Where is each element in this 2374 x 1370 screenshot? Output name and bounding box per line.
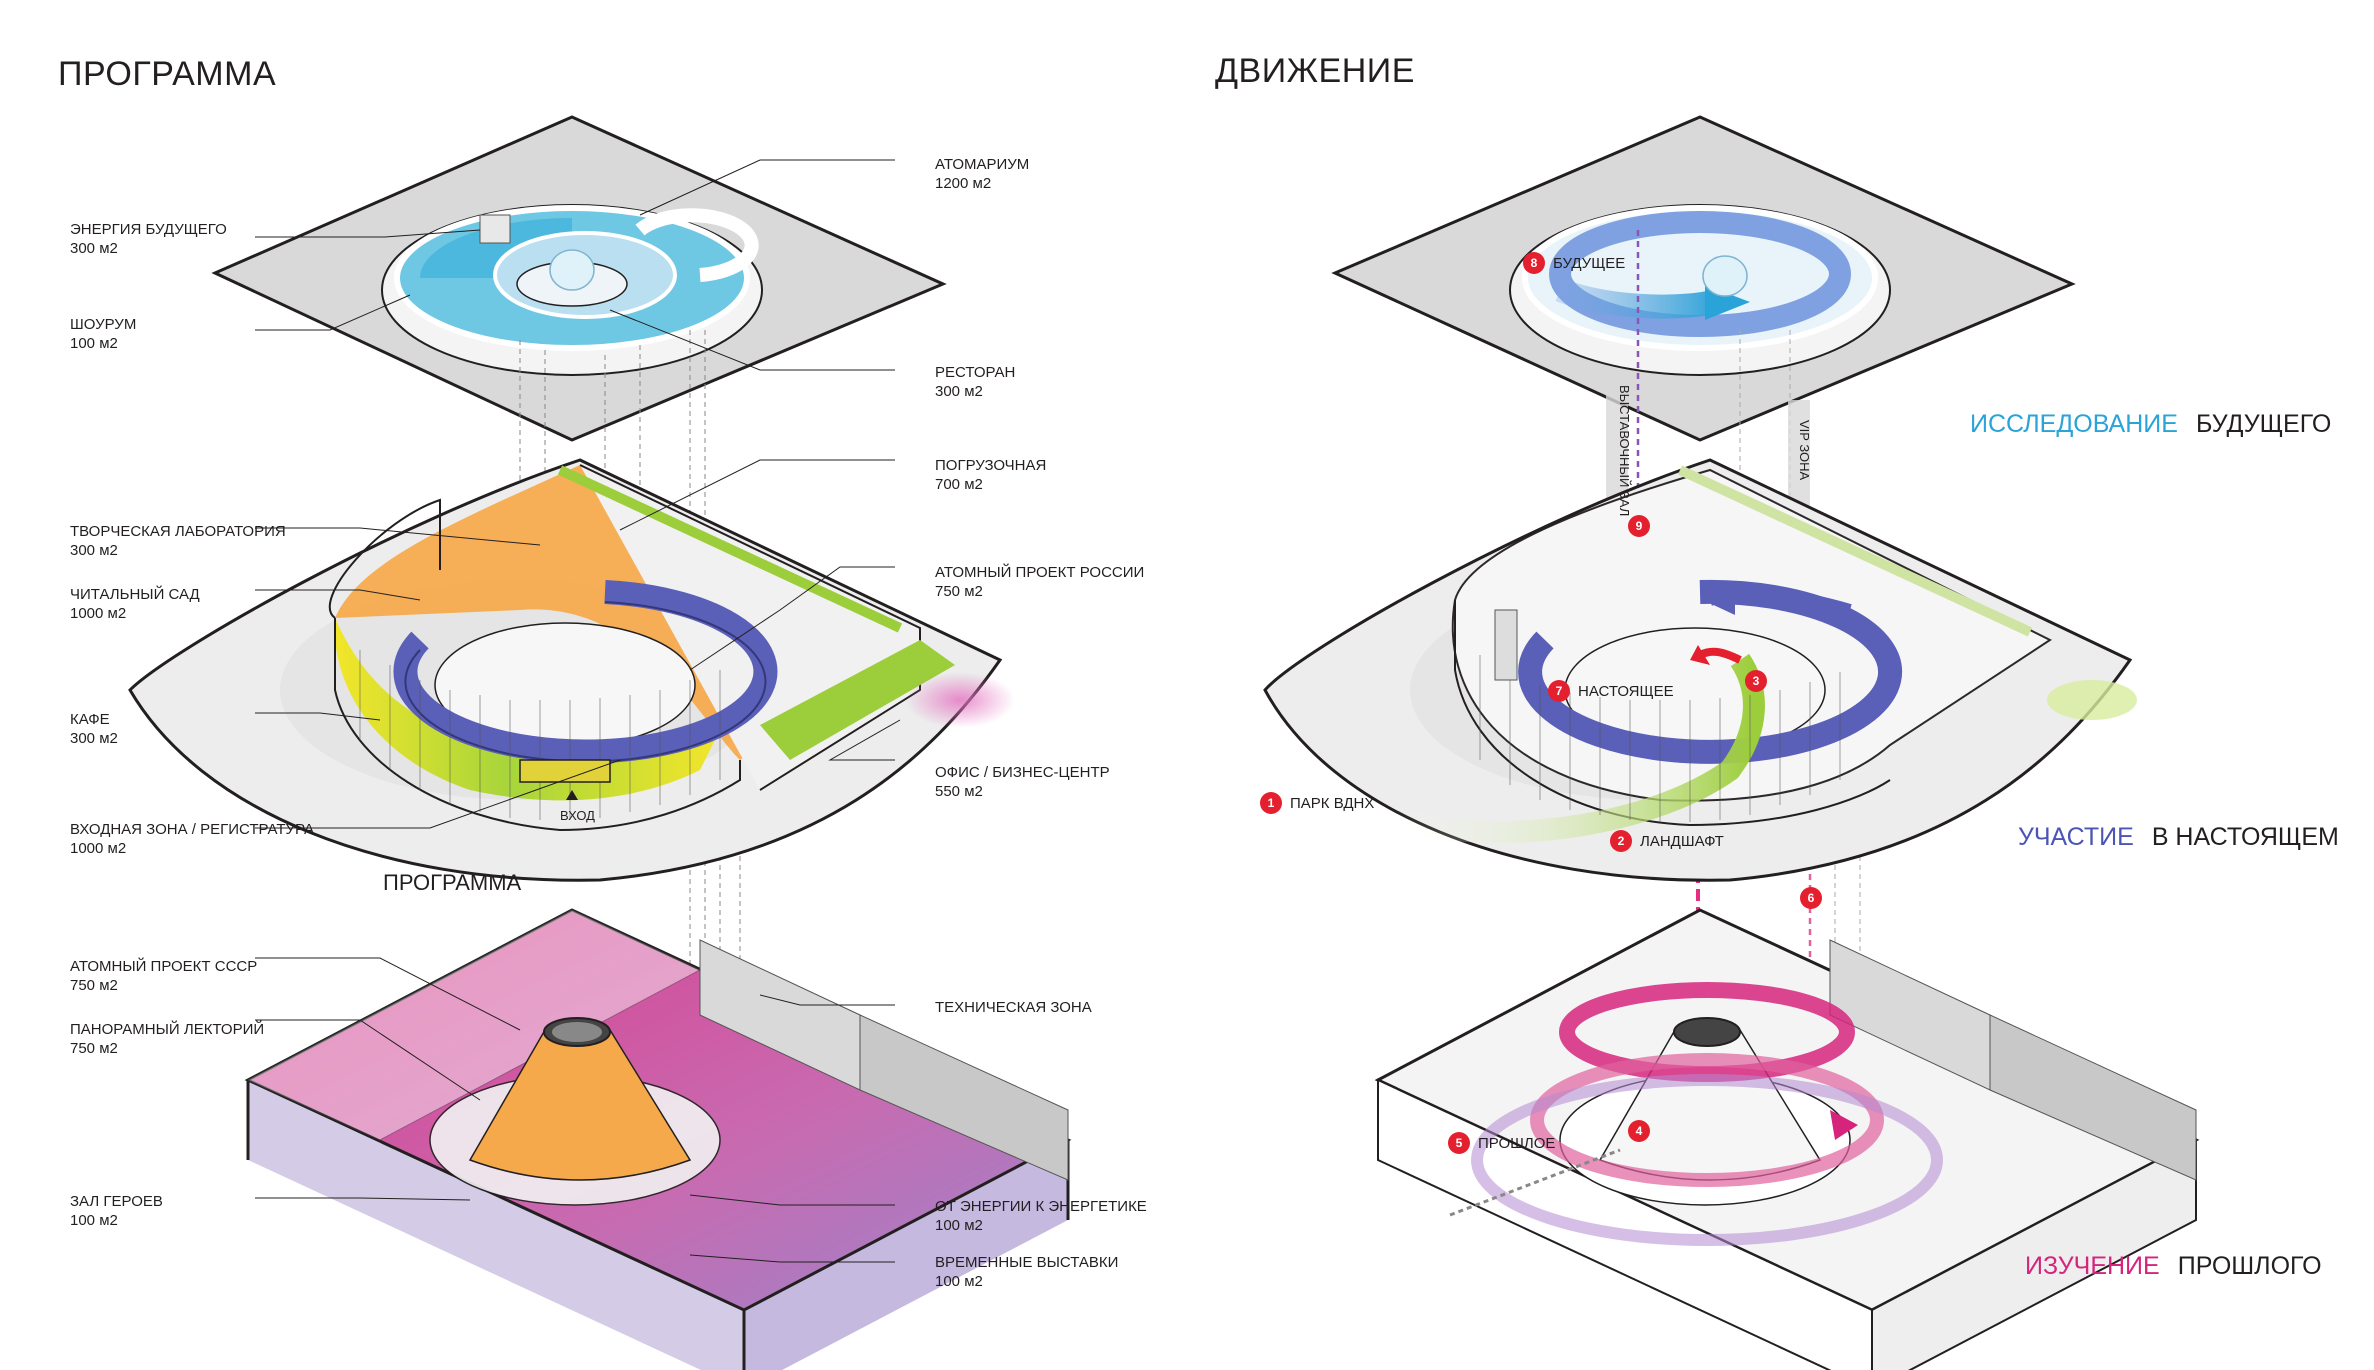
marker-4: 4: [1628, 1120, 1650, 1142]
movement-middle-level: [1263, 458, 2133, 882]
movement-top-level: [1331, 115, 2076, 442]
movement-accents: [2047, 680, 2137, 720]
program-middle-level: [128, 458, 1015, 882]
marker-6: 6: [1800, 887, 1822, 909]
entry-label: ВХОД: [560, 808, 595, 823]
marker-9: 9: [1628, 515, 1650, 537]
vertical-label-vip: VIP ЗОНА: [1797, 420, 1812, 481]
program-top-level: [211, 115, 947, 442]
vertical-label-exhibition: ВЫСТАВОЧНЫЙ ЗАЛ: [1617, 385, 1632, 517]
program-bottom-level: [244, 908, 1072, 1370]
program-leader-lines: [255, 159, 901, 1263]
program-caption: ПРОГРАММА: [383, 870, 522, 895]
label-technical: ТЕХНИЧЕСКАЯ ЗОНА: [935, 999, 1092, 1016]
movement-title: ДВИЖЕНИЕ: [1215, 52, 1415, 90]
movement-bottom-level: [1374, 908, 2200, 1370]
program-title: ПРОГРАММА: [58, 55, 277, 93]
marker-3: 3: [1745, 670, 1767, 692]
